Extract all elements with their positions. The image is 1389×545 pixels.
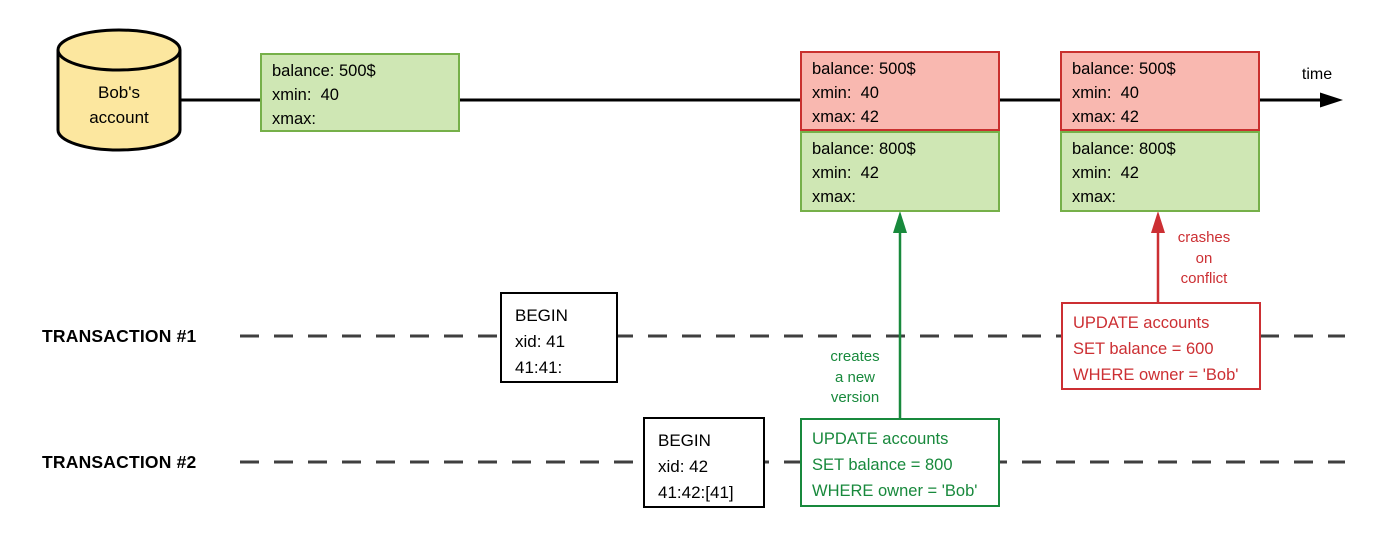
update-line: UPDATE accounts: [812, 430, 949, 448]
begin-box-tx2: BEGIN xid: 42 41:42:[41]: [643, 417, 765, 508]
timeline-label: time: [1301, 66, 1333, 83]
row-version-line: xmin: 40: [812, 84, 879, 102]
crashes-conflict-annotation: crashes on conflict: [1154, 228, 1254, 290]
annotation-line: conflict: [1180, 270, 1228, 287]
row-version-line: xmax:: [812, 188, 857, 206]
row-version-line: balance: 800$: [1072, 140, 1176, 158]
update-box-tx1: UPDATE accounts SET balance = 600 WHERE …: [1061, 302, 1261, 390]
creates-version-annotation: creates a new version: [805, 347, 905, 409]
timeline-arrowhead-icon: [1320, 92, 1343, 108]
database-label: Bob's account: [58, 80, 180, 130]
annotation-line: on: [1195, 249, 1213, 267]
database-label-line2: account: [89, 108, 149, 127]
row-version-line: xmin: 40: [272, 86, 339, 104]
row-version-line: xmin: 42: [1072, 164, 1139, 182]
database-cylinder-icon: [56, 28, 182, 152]
begin-line: xid: 41: [515, 332, 566, 351]
row-version-line: xmin: 40: [1072, 84, 1139, 102]
row-version-line: xmin: 42: [812, 164, 879, 182]
row-version-line: balance: 500$: [1072, 60, 1176, 78]
row-version-expired-2: balance: 500$ xmin: 40 xmax: 42: [1060, 51, 1260, 131]
annotation-line: a new: [834, 368, 876, 386]
transaction-2-label: TRANSACTION #2: [42, 452, 197, 472]
update-line: UPDATE accounts: [1073, 314, 1210, 332]
row-version-line: balance: 800$: [812, 140, 916, 158]
row-version-line: xmax:: [272, 110, 317, 128]
begin-box-tx1: BEGIN xid: 41 41:41:: [500, 292, 618, 383]
update-box-tx2: UPDATE accounts SET balance = 800 WHERE …: [800, 418, 1000, 507]
begin-line: 41:42:[41]: [658, 483, 734, 502]
row-version-new-2: balance: 800$ xmin: 42 xmax:: [1060, 131, 1260, 212]
database-label-line1: Bob's: [98, 83, 140, 102]
row-version-line: balance: 500$: [812, 60, 916, 78]
update-line: SET balance = 600: [1073, 340, 1214, 358]
creates-version-arrowhead-icon: [893, 211, 907, 233]
update-line: WHERE owner = 'Bob': [1073, 366, 1239, 384]
row-version-initial: balance: 500$ xmin: 40 xmax:: [260, 53, 460, 132]
row-version-new-1: balance: 800$ xmin: 42 xmax:: [800, 131, 1000, 212]
row-version-line: balance: 500$: [272, 62, 376, 80]
annotation-line: crashes: [1177, 229, 1231, 246]
row-version-line: xmax: 42: [1072, 108, 1139, 126]
annotation-line: creates: [830, 348, 880, 365]
transaction-1-label: TRANSACTION #1: [42, 326, 197, 346]
row-version-line: xmax:: [1072, 188, 1117, 206]
conflict-arrowhead-icon: [1151, 211, 1165, 233]
begin-line: BEGIN: [658, 431, 711, 450]
row-version-line: xmax: 42: [812, 108, 879, 126]
row-version-expired-1: balance: 500$ xmin: 40 xmax: 42: [800, 51, 1000, 131]
annotation-line: version: [830, 389, 880, 406]
update-line: WHERE owner = 'Bob': [812, 482, 978, 500]
update-line: SET balance = 800: [812, 456, 953, 474]
begin-line: 41:41:: [515, 358, 563, 377]
begin-line: xid: 42: [658, 457, 709, 476]
begin-line: BEGIN: [515, 306, 568, 325]
